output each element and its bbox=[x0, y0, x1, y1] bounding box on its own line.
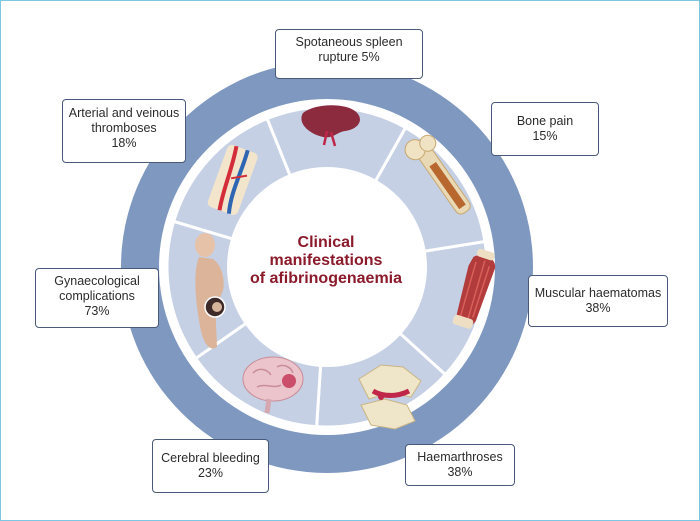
callout-haemarth-line-2: 38% bbox=[447, 465, 473, 479]
muscle-icon bbox=[452, 248, 496, 329]
center-title-line-2: manifestations bbox=[269, 252, 383, 269]
callout-thrombo-line-1: Arterial and veinous bbox=[68, 106, 180, 120]
center-title: Clinical manifestations of afibrinogenae… bbox=[226, 234, 426, 288]
callout-haemarthroses: Haemarthroses 38% bbox=[405, 444, 515, 486]
callout-gynae-line-1: Gynaecological bbox=[54, 274, 140, 288]
bone-icon bbox=[404, 134, 471, 215]
callout-haemarth-line-1: Haemarthroses bbox=[417, 450, 503, 464]
center-circle bbox=[227, 167, 427, 367]
callout-thrombo-line-3: 18% bbox=[111, 136, 137, 150]
callout-bone-line-2: 15% bbox=[532, 129, 558, 143]
callout-bone-pain: Bone pain 15% bbox=[491, 102, 599, 156]
callout-cerebral-line-2: 23% bbox=[197, 466, 224, 480]
callout-spleen-line-2: rupture 5% bbox=[318, 50, 380, 64]
callout-spleen-line-1: Spotaneous spleen bbox=[295, 35, 403, 49]
joint-icon bbox=[358, 364, 422, 430]
callout-gynaecological-complications: Gynaecological complications 73% bbox=[35, 268, 159, 328]
callout-bone-line-1: Bone pain bbox=[516, 114, 574, 128]
callout-cerebral-line-1: Cerebral bleeding bbox=[161, 451, 260, 465]
callout-muscular-line-1: Muscular haematomas bbox=[534, 286, 662, 300]
callout-gynae-line-2: complications bbox=[59, 289, 135, 303]
blood-vessels-icon bbox=[207, 144, 258, 216]
callout-cerebral-bleeding: Cerebral bleeding 23% bbox=[152, 439, 269, 493]
center-title-line-1: Clinical bbox=[297, 234, 355, 251]
callout-muscular-haematomas: Muscular haematomas 38% bbox=[528, 275, 668, 327]
pregnant-woman-icon bbox=[195, 233, 226, 349]
callout-gynae-line-3: 73% bbox=[84, 304, 110, 318]
center-title-line-3: of afibrinogenaemia bbox=[249, 270, 403, 287]
brain-icon bbox=[242, 356, 304, 414]
callout-muscular-line-2: 38% bbox=[585, 301, 611, 315]
callout-thromboses: Arterial and veinous thromboses 18% bbox=[62, 99, 186, 163]
callout-spleen-rupture: Spotaneous spleen rupture 5% bbox=[275, 29, 423, 79]
spleen-icon bbox=[301, 105, 360, 147]
callout-thrombo-line-2: thromboses bbox=[91, 121, 157, 135]
